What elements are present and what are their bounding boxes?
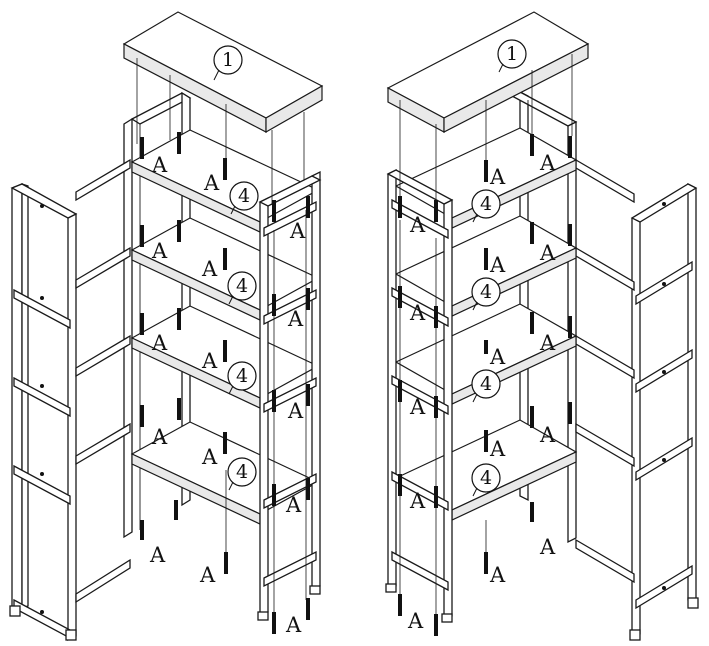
bolt-label: A [151, 331, 168, 355]
left-front-ladder [257, 170, 322, 621]
bolt-label: A [489, 345, 506, 369]
callout-shelf-left-4: 4 [227, 457, 257, 491]
bolt-label: A [287, 307, 304, 331]
left-bolts [140, 132, 310, 634]
callout-shelf-right-1: 4 [471, 189, 501, 223]
right-assembly: 1 4 4 4 4 A A A A A [385, 11, 699, 641]
bolt-label: A [409, 489, 426, 513]
right-front-ladder [385, 168, 454, 623]
part-number: 4 [238, 185, 250, 207]
bolt-label: A [289, 219, 306, 243]
part-number: 4 [480, 467, 492, 489]
part-number: 4 [236, 365, 248, 387]
callout-shelf-right-2: 4 [471, 277, 501, 311]
bolt-label: A [409, 213, 426, 237]
bolt-label: A [201, 445, 218, 469]
bolt-label: A [407, 609, 424, 633]
bolt-label: A [409, 301, 426, 325]
bolt-label: A [203, 171, 220, 195]
bolt-label: A [489, 437, 506, 461]
part-number: 1 [222, 49, 234, 71]
callout-shelf-left-3: 4 [227, 361, 257, 395]
right-top-panel [386, 11, 590, 134]
bolt-label: A [287, 399, 304, 423]
bolt-label: A [539, 151, 556, 175]
right-side-ladder [629, 182, 699, 641]
callout-shelf-left-2: 4 [227, 271, 257, 305]
left-side-ladder [9, 183, 78, 642]
right-crossbars [575, 158, 635, 584]
part-number: 1 [506, 43, 518, 65]
bolt-label: A [539, 535, 556, 559]
bolt-label: A [201, 257, 218, 281]
bolt-label: A [539, 331, 556, 355]
bolt-label: A [151, 153, 168, 177]
right-bolts [398, 134, 572, 636]
bolt-label: A [149, 543, 166, 567]
bolt-label: A [151, 239, 168, 263]
left-crossbars [75, 158, 131, 604]
left-bolt-labels: A A A A A A A A A A A A A A A [149, 153, 306, 637]
right-guides [399, 54, 573, 620]
part-number: 4 [480, 193, 492, 215]
part-number: 4 [480, 373, 492, 395]
bolt-label: A [539, 241, 556, 265]
bolt-label: A [409, 395, 426, 419]
bolt-label: A [539, 423, 556, 447]
bolt-label: A [285, 493, 302, 517]
bolt-label: A [199, 563, 216, 587]
bolt-label: A [489, 563, 506, 587]
part-number: 4 [236, 275, 248, 297]
right-bolt-labels: A A A A A A A A A A A A A A A [407, 151, 556, 633]
callout-top-panel-right: 1 [497, 39, 527, 73]
part-number: 4 [236, 461, 248, 483]
callout-shelf-right-3: 4 [471, 369, 501, 403]
left-assembly: 1 4 4 4 4 A A A A A [9, 11, 324, 642]
bolt-label: A [151, 425, 168, 449]
callout-shelf-left-1: 4 [229, 181, 259, 215]
bolt-label: A [285, 613, 302, 637]
bolt-label: A [489, 165, 506, 189]
bolt-label: A [201, 349, 218, 373]
part-number: 4 [480, 281, 492, 303]
callout-shelf-right-4: 4 [471, 463, 501, 497]
bolt-label: A [489, 253, 506, 277]
callout-top-panel-left: 1 [213, 45, 243, 81]
